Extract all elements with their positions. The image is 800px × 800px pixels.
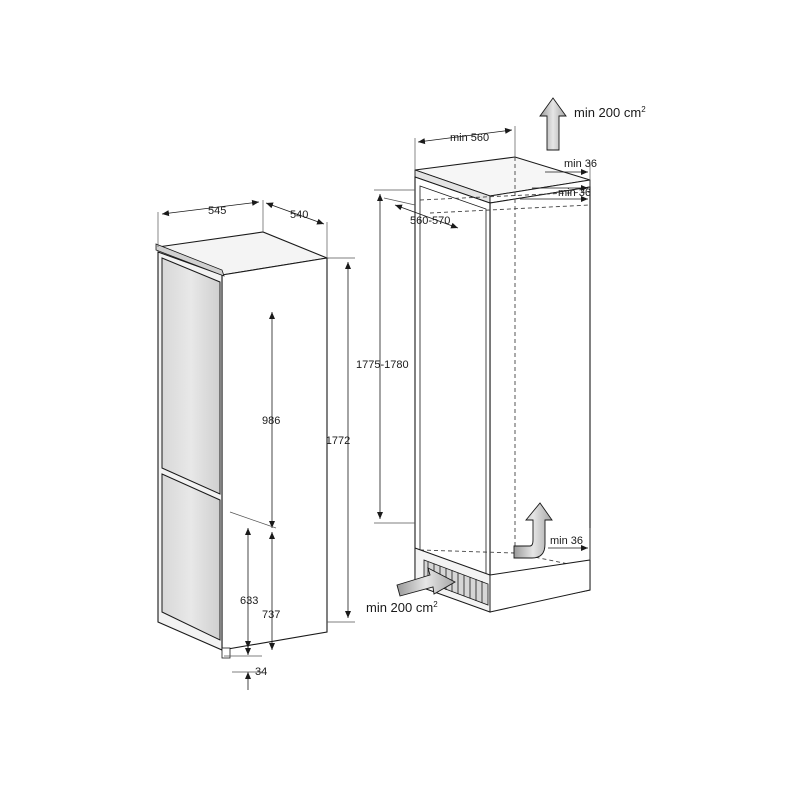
fridge-bottom-label: 34 [255,666,267,678]
niche-drawing: min 560 min 36 min 36 560-570 1775-1780 … [356,97,646,615]
niche-top-gap-2-label: min 36 [558,187,591,199]
fridge-depth2-label: 540 [290,209,308,221]
niche-top-gap-1-label: min 36 [564,158,597,170]
niche-bottom-gap-label: min 36 [550,535,583,547]
vent-top-label: min 200 cm2 [574,105,646,120]
fridge-depth-label: 545 [208,205,226,217]
fridge-upper-label: 986 [262,415,280,427]
vent-top-arrow-icon [539,97,567,151]
vent-internal-arrow-icon [513,502,553,559]
niche-width-label: min 560 [450,132,489,144]
fridge-drawing: 545 540 1772 986 737 633 34 [155,199,355,690]
niche-depth-label: 560-570 [410,215,450,227]
vent-bottom-arrow-icon [396,567,456,597]
fridge-side-face [221,257,328,651]
fridge-upper-door [161,257,221,495]
niche-plinth-side [489,559,591,613]
fridge-top-rim [155,243,225,277]
fridge-height-label: 1772 [326,435,350,447]
niche-inner-panel [419,185,487,576]
vent-bottom-label: min 200 cm2 [366,600,438,615]
fridge-foot [221,647,231,659]
niche-height-label: 1775-1780 [356,359,409,371]
fridge-lower-label: 737 [262,609,280,621]
fridge-lower-door [161,473,221,641]
fridge-lower-door-label: 633 [240,595,258,607]
